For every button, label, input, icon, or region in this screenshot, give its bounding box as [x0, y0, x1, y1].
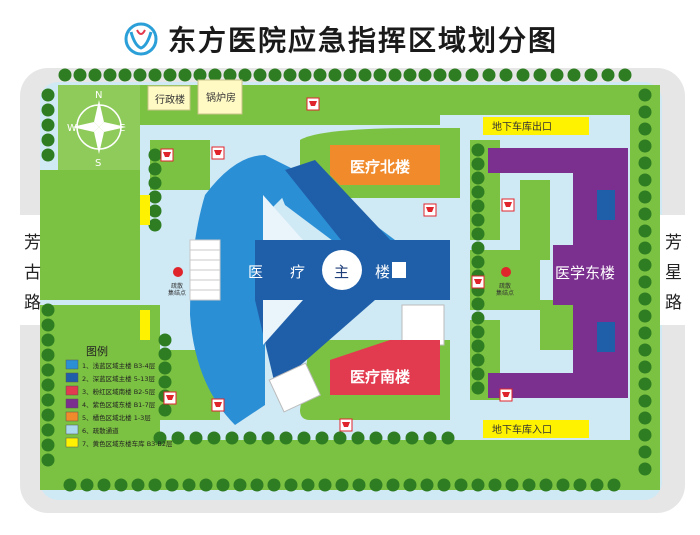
admin-building-label: 行政楼: [155, 93, 185, 106]
fire-hydrant-markers: [160, 97, 515, 432]
compass-rose: N S E W: [67, 90, 126, 169]
north-building[interactable]: 医疗北楼: [330, 145, 440, 185]
garage-exit-label: 地下车库出口: [492, 120, 552, 133]
legend-swatch: [65, 437, 79, 448]
road-left-char-1: 芳: [24, 233, 41, 253]
legend-item: 3、粉红区域南楼 B2-5层: [65, 385, 156, 396]
legend-swatch: [65, 398, 79, 409]
legend-title: 图例: [86, 344, 108, 358]
legend-label: 4、紫色区域东楼 B1-7层: [82, 400, 156, 409]
legend-swatch: [65, 372, 79, 383]
boiler-house[interactable]: 锅炉房: [197, 79, 243, 115]
legend: 图例 1、浅蓝区域主楼 B3-4层 2、深蓝区域主楼 5-13层 3、粉红区域南楼 …: [65, 344, 173, 448]
compass-south: S: [95, 158, 101, 169]
garage-entrance-sign: 地下车库入口: [483, 420, 589, 438]
legend-item: 1、浅蓝区域主楼 B3-4层: [65, 359, 156, 370]
north-building-label: 医疗北楼: [350, 158, 410, 176]
road-left: 芳 古 路: [24, 233, 41, 313]
assembly-point-west-label-1: 疏散: [171, 282, 183, 290]
assembly-point-east-label-2: 集结点: [496, 289, 514, 297]
south-building-label: 医疗南楼: [350, 368, 410, 386]
main-building-label-3: 主: [334, 263, 349, 281]
assembly-point-west[interactable]: 疏散 集结点: [168, 267, 186, 297]
compass-west: W: [67, 123, 77, 134]
garage-exit-sign: 地下车库出口: [483, 117, 589, 135]
legend-label: 6、疏散通道: [82, 426, 119, 435]
legend-label: 3、粉红区域南楼 B2-5层: [82, 387, 156, 396]
legend-label: 7、黄色区域东楼车库 B3-B2层: [82, 439, 173, 448]
compass-north: N: [95, 90, 102, 101]
assembly-point-east[interactable]: 疏散 集结点: [496, 267, 514, 297]
legend-swatch: [65, 424, 79, 435]
map-title: 东方医院应急指挥区域划分图: [168, 24, 558, 57]
south-building[interactable]: 医疗南楼: [330, 340, 440, 395]
admin-building[interactable]: 行政楼: [147, 85, 191, 111]
entrance-canopy: [189, 239, 221, 301]
boiler-house-label: 锅炉房: [206, 91, 236, 104]
legend-item: 5、橘色区域北楼 1-3层: [65, 411, 151, 422]
main-building-label-1: 医: [248, 263, 263, 281]
legend-item: 7、黄色区域东楼车库 B3-B2层: [65, 437, 173, 448]
legend-swatch: [65, 411, 79, 422]
legend-label: 1、浅蓝区域主楼 B3-4层: [82, 361, 156, 370]
main-building[interactable]: 医 疗 主 楼: [190, 155, 450, 425]
legend-item: 4、紫色区域东楼 B1-7层: [65, 398, 156, 409]
east-building[interactable]: 医学东楼: [488, 148, 628, 398]
garage-entrance-label: 地下车库入口: [492, 423, 552, 436]
road-right-char-1: 芳: [665, 233, 682, 253]
main-building-label-4: 楼: [375, 263, 390, 281]
trees: [41, 68, 652, 492]
assembly-point-west-label-2: 集结点: [168, 289, 186, 297]
road-right-char-2: 星: [665, 263, 682, 283]
legend-label: 2、深蓝区域主楼 5-13层: [82, 374, 155, 383]
road-right-char-3: 路: [665, 293, 682, 313]
legend-item: 2、深蓝区域主楼 5-13层: [65, 372, 155, 383]
main-building-label-2: 疗: [290, 263, 305, 281]
road-left-char-2: 古: [24, 263, 41, 283]
east-building-label: 医学东楼: [555, 264, 615, 282]
road-left-char-3: 路: [24, 293, 41, 313]
legend-swatch: [65, 359, 79, 370]
hospital-logo: [124, 22, 158, 56]
road-right: 芳 星 路: [665, 233, 682, 313]
legend-label: 5、橘色区域北楼 1-3层: [82, 413, 151, 422]
legend-item: 6、疏散通道: [65, 424, 119, 435]
legend-swatch: [65, 385, 79, 396]
compass-east: E: [119, 123, 125, 134]
assembly-point-east-label-1: 疏散: [499, 282, 511, 290]
